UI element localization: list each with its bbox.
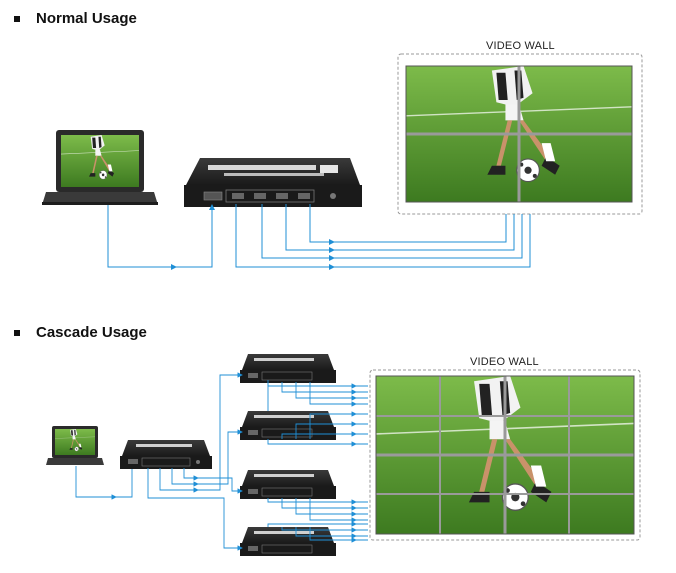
video-wall-processor-icon bbox=[120, 440, 212, 469]
cascade-video-wall-label: VIDEO WALL bbox=[470, 356, 539, 368]
video-wall-processor-icon bbox=[184, 158, 362, 207]
video-wall-processor-icon bbox=[240, 411, 336, 440]
video-wall-processor-icon bbox=[240, 527, 336, 556]
cascade-video-wall bbox=[375, 375, 635, 535]
cascade-signal-lines bbox=[75, 372, 368, 551]
video-wall-processor-icon bbox=[240, 470, 336, 499]
normal-signal-lines bbox=[107, 204, 531, 270]
normal-usage-heading: Normal Usage bbox=[14, 10, 137, 27]
laptop-icon bbox=[46, 426, 104, 465]
bullet-icon bbox=[14, 15, 20, 22]
normal-usage-title: Normal Usage bbox=[36, 10, 137, 27]
normal-video-wall bbox=[405, 65, 633, 203]
cascade-usage-title: Cascade Usage bbox=[36, 324, 147, 341]
cascade-video-wall-frame bbox=[369, 369, 641, 541]
video-wall-processor-icon bbox=[240, 354, 336, 383]
normal-video-wall-label: VIDEO WALL bbox=[486, 40, 555, 52]
bullet-icon bbox=[14, 329, 20, 336]
normal-video-wall-frame bbox=[397, 53, 643, 215]
laptop-icon bbox=[42, 130, 158, 205]
cascade-usage-heading: Cascade Usage bbox=[14, 324, 147, 341]
